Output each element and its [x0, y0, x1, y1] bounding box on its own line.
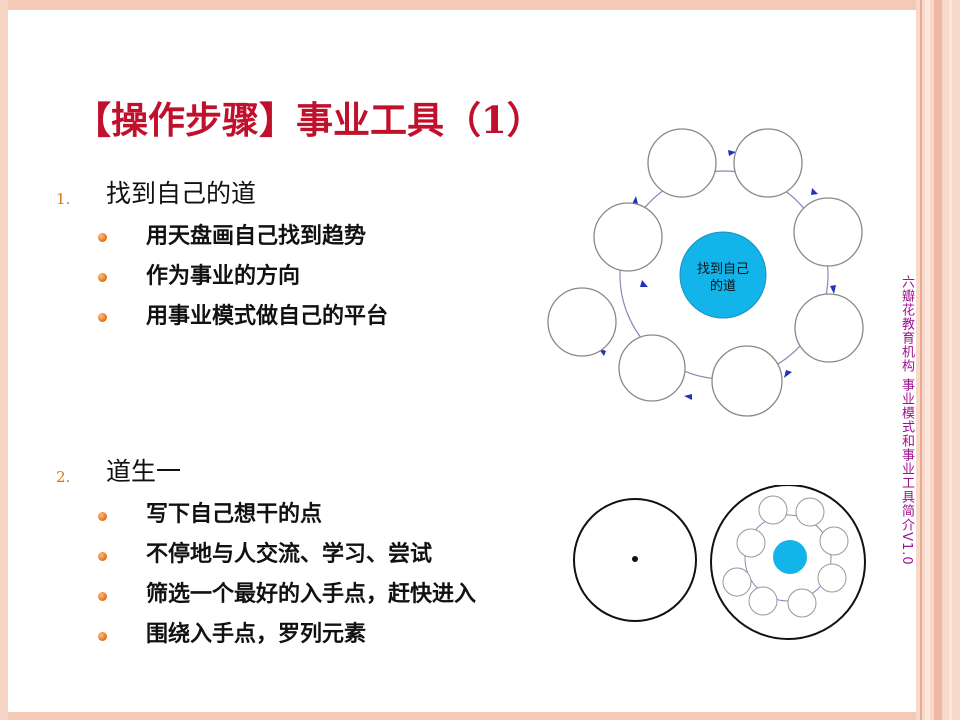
cycle-center: [773, 540, 807, 574]
list-item: 不停地与人交流、学习、尝试: [146, 542, 433, 567]
point-diagram: [573, 498, 697, 622]
bullet-icon: [98, 273, 107, 282]
decor-stripe: [925, 0, 930, 720]
section-number: 1.: [56, 190, 71, 208]
arrow-icon: [728, 150, 736, 156]
side-caption: 六瓣花教育机构 事业模式和事业工具简介V1.0: [899, 275, 914, 566]
arrow-icon: [830, 285, 836, 294]
arrow-icon: [684, 394, 692, 400]
bullet-icon: [98, 552, 107, 561]
arrow-icon: [811, 188, 818, 195]
section-heading: 找到自己的道: [106, 179, 257, 208]
cycle-node: [711, 345, 783, 417]
list-item: 围绕入手点，罗列元素: [146, 622, 367, 647]
arrow-icon: [640, 280, 648, 287]
cycle-node: [819, 526, 849, 556]
cycle-center-label: 的道: [710, 278, 736, 294]
arrow-icon: [784, 370, 792, 378]
cycle-node: [795, 497, 825, 527]
bullet-icon: [98, 313, 107, 322]
list-item: 用天盘画自己找到趋势: [146, 224, 367, 249]
cycle-node: [593, 202, 663, 272]
cycle-node: [758, 495, 788, 525]
cycle-node: [794, 293, 864, 363]
cycle-node: [733, 128, 803, 198]
arrow-icon: [632, 196, 638, 204]
section-heading: 道生一: [106, 457, 182, 486]
center-dot: [632, 556, 638, 562]
cycle-diagram: 找到自己 的道: [547, 128, 864, 417]
decor-stripe: [920, 0, 922, 720]
slide-title: 【操作步骤】事业工具（1）: [74, 98, 544, 142]
cycle-node: [817, 563, 847, 593]
cycle-node: [787, 588, 817, 618]
list-item: 写下自己想干的点: [146, 502, 323, 527]
bullet-icon: [98, 592, 107, 601]
section-number: 2.: [56, 468, 71, 486]
slide-frame-bottom: [0, 712, 960, 720]
cycle-node: [722, 567, 752, 597]
decor-stripe: [934, 0, 942, 720]
cycle-center-label: 找到自己: [697, 262, 749, 277]
list-item: 用事业模式做自己的平台: [146, 304, 389, 329]
list-item: 筛选一个最好的入手点，赶快进入: [146, 582, 477, 607]
bullet-icon: [98, 632, 107, 641]
cycle-node: [647, 128, 717, 198]
mini-cycle-diagram: [710, 485, 866, 640]
cycle-node: [748, 586, 778, 616]
decor-stripe: [949, 0, 952, 720]
list-item: 作为事业的方向: [146, 264, 301, 289]
bullet-icon: [98, 233, 107, 242]
cycle-node: [736, 528, 766, 558]
cycle-center: [679, 231, 767, 319]
cycle-node: [547, 287, 617, 357]
cycle-node: [793, 197, 863, 267]
slide-frame-top: [0, 0, 960, 10]
bullet-icon: [98, 512, 107, 521]
cycle-node: [618, 334, 686, 402]
slide-frame-left: [0, 0, 8, 720]
